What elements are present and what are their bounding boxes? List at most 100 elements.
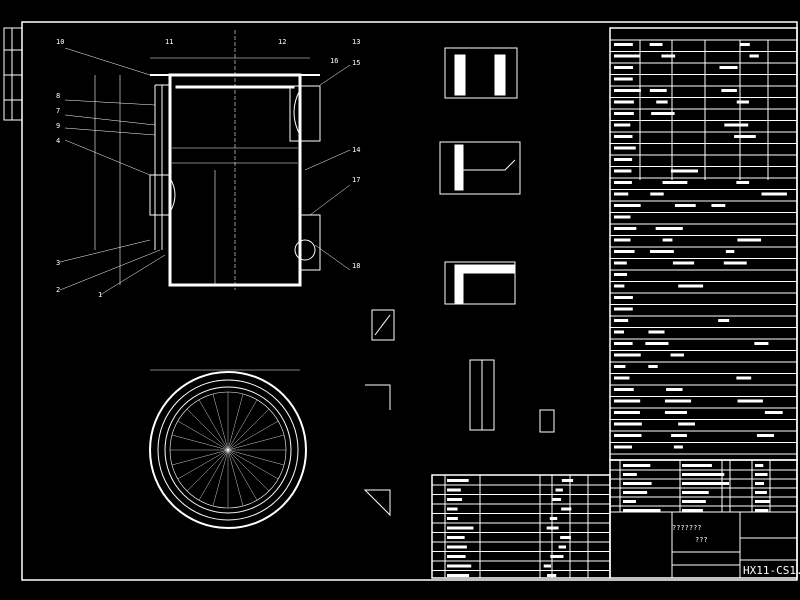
text-blob — [614, 238, 631, 242]
balloon-17: 17 — [352, 176, 360, 184]
balloon-4: 4 — [56, 137, 60, 145]
text-blob — [447, 498, 463, 501]
illegible-table-text — [447, 43, 787, 577]
drawing-title: ??????? — [672, 524, 702, 532]
text-blob — [614, 330, 625, 334]
balloon-13: 13 — [352, 38, 360, 46]
text-blob — [648, 365, 658, 368]
text-blob — [543, 564, 552, 568]
text-blob — [614, 204, 641, 207]
text-blob — [682, 473, 725, 476]
text-blob — [651, 112, 675, 115]
text-blob — [736, 181, 750, 184]
text-blob — [614, 100, 634, 104]
text-blob — [614, 434, 642, 437]
text-blob — [678, 284, 704, 288]
text-blob — [614, 146, 636, 150]
balloon-1: 1 — [98, 291, 102, 299]
text-blob — [670, 169, 698, 173]
center-line — [212, 449, 229, 507]
elevation-balloons: 10 8 7 9 4 3 2 1 11 12 13 15 16 14 17 18 — [56, 38, 360, 299]
center-line — [186, 449, 229, 492]
text-blob — [614, 181, 632, 184]
text-blob — [447, 564, 472, 568]
text-blob — [711, 204, 726, 207]
center-line — [186, 408, 229, 451]
text-blob — [648, 330, 665, 334]
text-blob — [614, 422, 642, 426]
text-blob — [737, 399, 763, 403]
center-line — [177, 449, 229, 480]
center-line — [171, 449, 229, 466]
balloon-15: 15 — [352, 59, 360, 67]
text-blob — [755, 500, 771, 503]
text-blob — [614, 261, 627, 265]
balloon-2: 2 — [56, 286, 60, 294]
text-blob — [756, 434, 774, 437]
text-blob — [719, 66, 738, 69]
text-blob — [447, 545, 467, 549]
balloon-16: 16 — [330, 57, 338, 65]
balloon-3: 3 — [56, 259, 60, 267]
text-blob — [560, 536, 571, 539]
text-blob — [447, 574, 470, 577]
text-blob — [614, 399, 641, 403]
text-blob — [718, 319, 730, 322]
text-blob — [655, 227, 683, 230]
text-blob — [447, 517, 458, 520]
text-blob — [664, 399, 692, 403]
text-blob — [755, 491, 767, 494]
center-line — [212, 393, 229, 451]
text-blob — [623, 491, 648, 494]
text-blob — [671, 434, 687, 437]
center-line — [227, 399, 258, 451]
text-blob — [755, 473, 768, 476]
text-blob — [678, 422, 695, 426]
text-blob — [614, 215, 631, 219]
text-blob — [682, 509, 703, 512]
center-line — [177, 420, 229, 451]
text-blob — [724, 123, 749, 127]
text-blob — [549, 517, 558, 520]
text-blob — [623, 464, 651, 467]
center-line — [227, 449, 244, 507]
text-blob — [664, 411, 687, 414]
text-blob — [614, 112, 634, 115]
text-blob — [614, 89, 641, 92]
text-blob — [754, 342, 769, 345]
text-blob — [550, 555, 564, 558]
text-blob — [755, 464, 764, 467]
detail-views — [363, 47, 555, 517]
technical-data-table — [609, 27, 798, 461]
center-line — [227, 449, 285, 466]
text-blob — [623, 482, 652, 485]
text-blob — [614, 169, 632, 173]
balloon-14: 14 — [352, 146, 360, 154]
text-blob — [661, 54, 676, 58]
center-line — [227, 393, 244, 451]
center-line — [227, 449, 270, 492]
text-blob — [614, 227, 637, 230]
text-blob — [547, 574, 557, 577]
text-blob — [614, 192, 629, 196]
text-blob — [447, 479, 469, 482]
balloon-18: 18 — [352, 262, 360, 270]
text-blob — [755, 482, 765, 485]
text-blob — [649, 43, 663, 46]
text-blob — [623, 500, 636, 503]
text-blob — [447, 507, 458, 511]
text-blob — [623, 509, 661, 512]
drawing-subtitle: ??? — [695, 536, 708, 544]
text-blob — [737, 238, 762, 242]
balloon-10: 10 — [56, 38, 64, 46]
text-blob — [558, 545, 567, 549]
text-blob — [561, 507, 572, 511]
text-blob — [614, 376, 630, 380]
text-blob — [614, 43, 633, 46]
text-blob — [614, 445, 632, 449]
text-blob — [614, 342, 633, 345]
text-blob — [650, 250, 674, 253]
text-blob — [656, 100, 668, 104]
text-blob — [736, 100, 749, 104]
center-line — [198, 449, 229, 501]
